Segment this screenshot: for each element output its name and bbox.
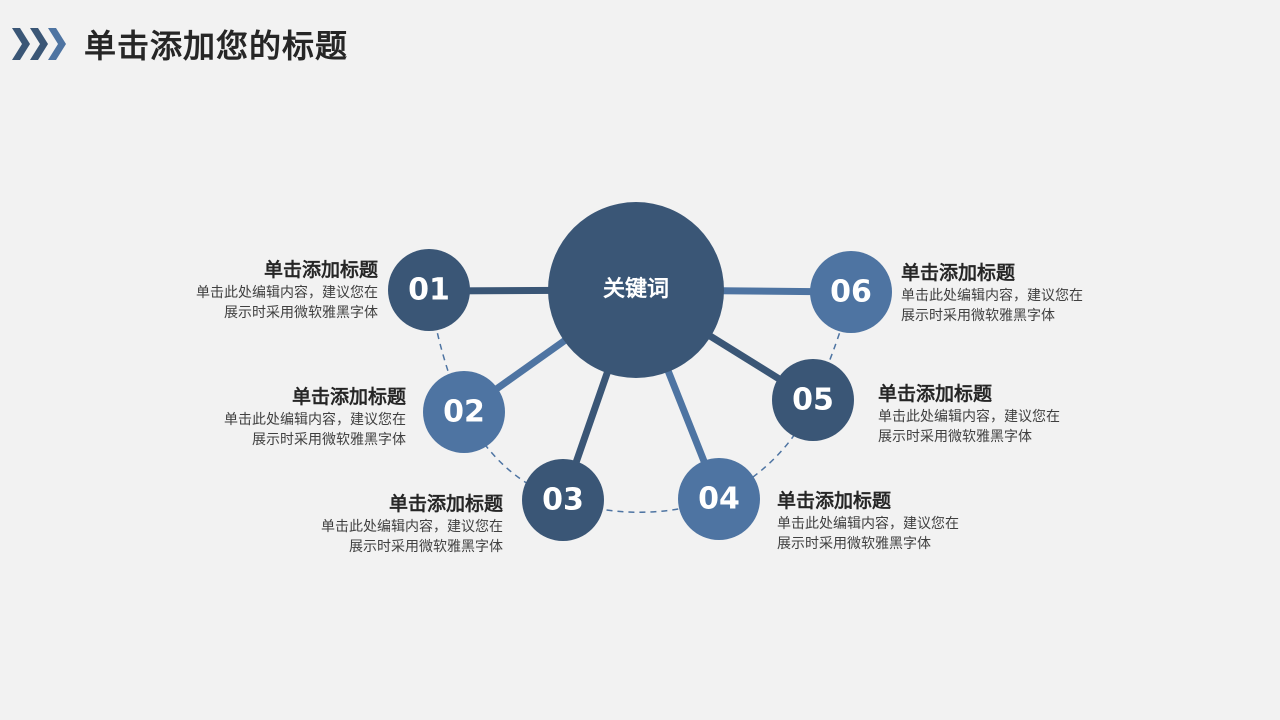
item-05[interactable]: 单击添加标题 单击此处编辑内容，建议您在 展示时采用微软雅黑字体 — [878, 381, 1138, 447]
item-02[interactable]: 单击添加标题 单击此处编辑内容，建议您在 展示时采用微软雅黑字体 — [146, 384, 406, 450]
svg-text:04: 04 — [698, 482, 740, 517]
node-04 — [678, 458, 760, 540]
slide-title[interactable]: 单击添加您的标题 — [84, 27, 349, 65]
node-06 — [810, 251, 892, 333]
item-01[interactable]: 单击添加标题 单击此处编辑内容，建议您在 展示时采用微软雅黑字体 — [118, 257, 378, 323]
item-desc-line2: 展示时采用微软雅黑字体 — [252, 432, 406, 448]
item-desc-line1: 单击此处编辑内容，建议您在 — [901, 288, 1083, 304]
item-desc-line2: 展示时采用微软雅黑字体 — [777, 536, 931, 552]
item-desc-line1: 单击此处编辑内容，建议您在 — [196, 285, 378, 301]
node-05 — [772, 359, 854, 441]
item-06[interactable]: 单击添加标题 单击此处编辑内容，建议您在 展示时采用微软雅黑字体 — [901, 260, 1161, 326]
item-desc-line1: 单击此处编辑内容，建议您在 — [777, 516, 959, 532]
slide-header: 单击添加您的标题 — [12, 22, 348, 66]
chevrons-right-icon — [12, 28, 66, 60]
item-desc-line1: 单击此处编辑内容，建议您在 — [224, 412, 406, 428]
item-title: 单击添加标题 — [263, 259, 378, 281]
item-title: 单击添加标题 — [901, 262, 1016, 284]
svg-text:03: 03 — [542, 483, 584, 518]
item-desc-line2: 展示时采用微软雅黑字体 — [901, 308, 1055, 324]
svg-text:05: 05 — [792, 383, 834, 418]
item-04[interactable]: 单击添加标题 单击此处编辑内容，建议您在 展示时采用微软雅黑字体 — [777, 488, 1037, 554]
svg-text:06: 06 — [830, 275, 872, 310]
node-03 — [522, 459, 604, 541]
item-desc-line2: 展示时采用微软雅黑字体 — [349, 539, 503, 555]
center-circle — [548, 202, 724, 378]
item-desc-line1: 单击此处编辑内容，建议您在 — [878, 409, 1060, 425]
item-03[interactable]: 单击添加标题 单击此处编辑内容，建议您在 展示时采用微软雅黑字体 — [243, 491, 503, 557]
svg-text:01: 01 — [408, 273, 450, 308]
center-label: 关键词 — [603, 276, 669, 302]
item-desc-line2: 展示时采用微软雅黑字体 — [878, 429, 1032, 445]
item-title: 单击添加标题 — [388, 493, 503, 515]
node-01 — [388, 249, 470, 331]
svg-text:02: 02 — [443, 395, 485, 430]
item-desc-line1: 单击此处编辑内容，建议您在 — [321, 519, 503, 535]
item-desc-line2: 展示时采用微软雅黑字体 — [224, 305, 378, 321]
item-title: 单击添加标题 — [878, 383, 993, 405]
item-title: 单击添加标题 — [777, 490, 892, 512]
node-02 — [423, 371, 505, 453]
item-title: 单击添加标题 — [291, 386, 406, 408]
